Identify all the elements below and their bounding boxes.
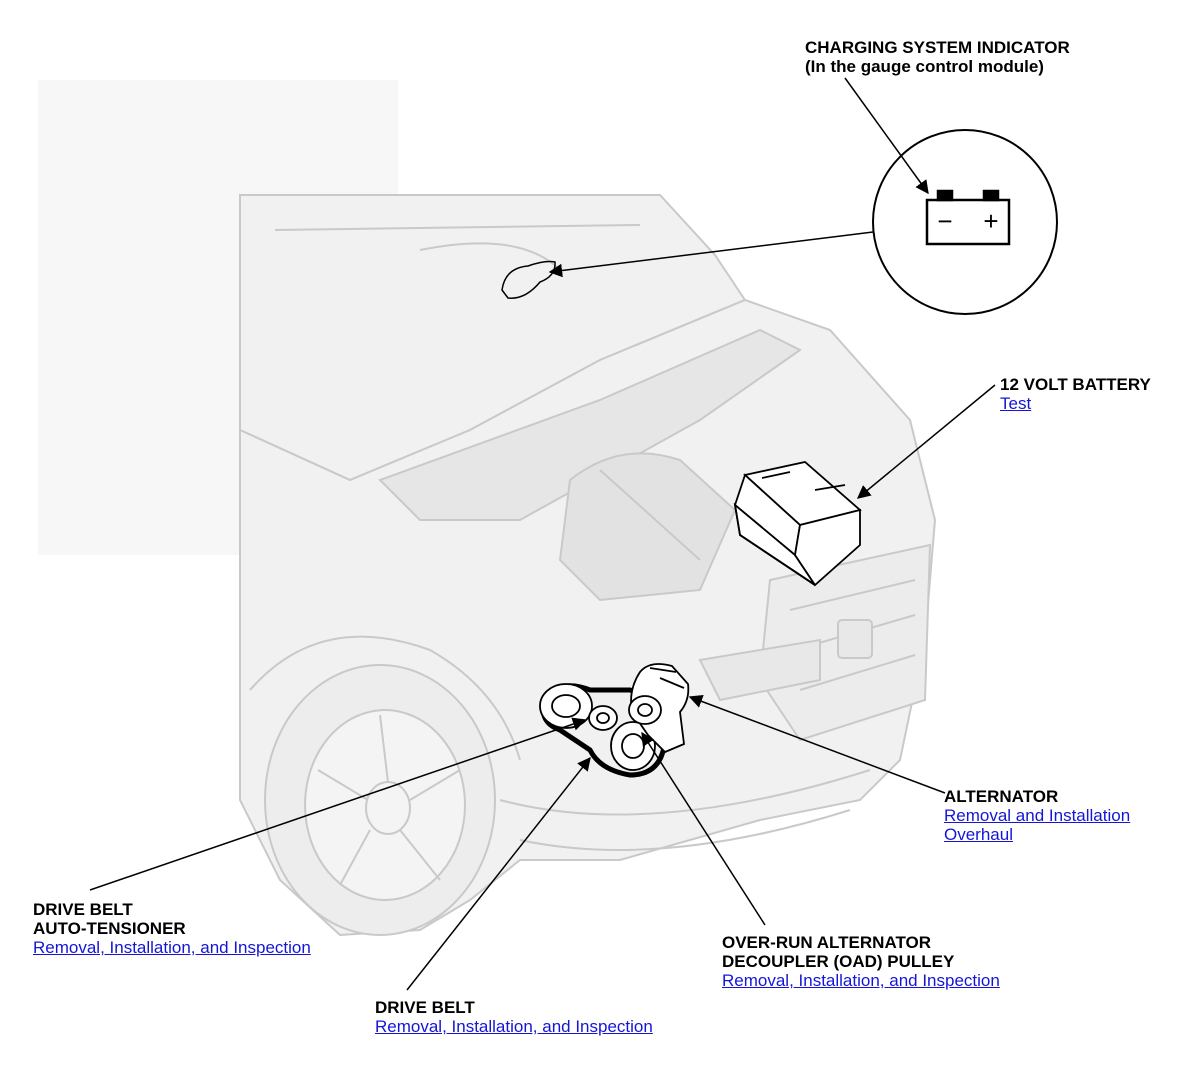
alternator-overhaul-link[interactable]: Overhaul — [944, 825, 1013, 844]
leader-oad-pulley — [641, 731, 766, 926]
callout-alternator: ALTERNATOR Removal and Installation Over… — [944, 787, 1130, 844]
battery-minus-sign: − — [937, 206, 952, 236]
battery-plus-sign: + — [983, 206, 998, 236]
alternator-removal-link[interactable]: Removal and Installation — [944, 806, 1131, 825]
auto-tensioner-subtitle: AUTO-TENSIONER — [33, 919, 186, 938]
drive-belt-title: DRIVE BELT — [375, 998, 475, 1017]
leader-gauge-arrow — [548, 231, 874, 278]
wheel-illustration — [264, 664, 496, 936]
leader-lines — [89, 77, 996, 991]
indicator-magnifier — [872, 129, 1058, 315]
alternator-title: ALTERNATOR — [944, 787, 1059, 806]
charging-indicator-subtitle: (In the gauge control module) — [805, 57, 1044, 76]
callout-drive-belt: DRIVE BELT Removal, Installation, and In… — [375, 998, 653, 1036]
oad-pulley-title: OVER-RUN ALTERNATOR — [722, 933, 932, 952]
battery-indicator-icon — [925, 189, 1011, 246]
drive-belt-removal-link[interactable]: Removal, Installation, and Inspection — [375, 1017, 653, 1036]
leader-charging-indicator — [844, 77, 929, 195]
battery-illustration — [733, 461, 862, 587]
leader-alternator — [688, 694, 946, 794]
oad-pulley-subtitle: DECOUPLER (OAD) PULLEY — [722, 952, 955, 971]
auto-tensioner-removal-link[interactable]: Removal, Installation, and Inspection — [33, 938, 311, 957]
auto-tensioner-title: DRIVE BELT — [33, 900, 133, 919]
battery-test-link[interactable]: Test — [1000, 394, 1032, 413]
battery-title: 12 VOLT BATTERY — [1000, 375, 1151, 394]
leader-battery — [856, 384, 996, 499]
charging-indicator-title: CHARGING SYSTEM INDICATOR — [805, 38, 1070, 57]
leader-drive-belt — [406, 756, 591, 991]
oad-pulley-removal-link[interactable]: Removal, Installation, and Inspection — [722, 971, 1000, 990]
callout-charging-indicator: CHARGING SYSTEM INDICATOR (In the gauge … — [805, 38, 1070, 76]
callout-auto-tensioner: DRIVE BELT AUTO-TENSIONER Removal, Insta… — [33, 900, 311, 957]
callout-oad-pulley: OVER-RUN ALTERNATOR DECOUPLER (OAD) PULL… — [722, 933, 1000, 990]
gauge-outline — [501, 260, 556, 299]
alternator-illustration — [628, 663, 690, 754]
leader-auto-tensioner — [89, 717, 587, 891]
callout-battery: 12 VOLT BATTERY Test — [1000, 375, 1151, 413]
